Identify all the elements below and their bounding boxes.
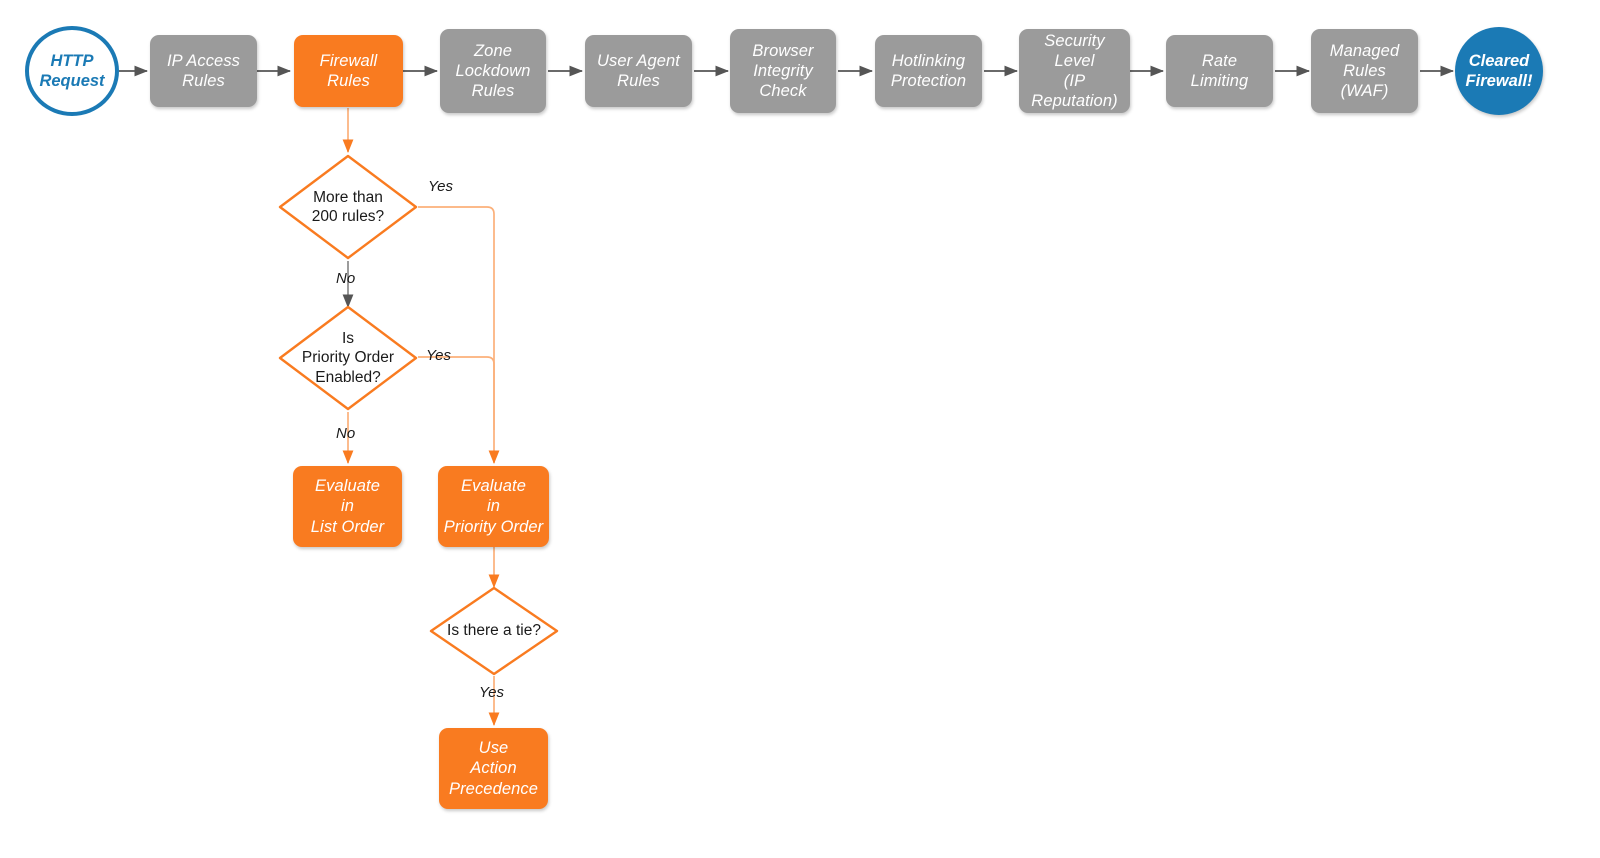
diamond-shape <box>278 154 418 260</box>
node-evaluate-in-list-order-label: Evaluate in List Order <box>310 477 385 536</box>
node-firewall-rules[interactable]: Firewall Rules <box>294 35 403 107</box>
decision-is-there-a-tie[interactable]: Is there a tie? <box>428 585 560 677</box>
decision-is-priority-order-enabled-label: Is Priority Order Enabled? <box>301 329 395 386</box>
node-zone-lockdown-rules[interactable]: Zone Lockdown Rules <box>440 29 546 113</box>
node-zone-lockdown-rules-label: Zone Lockdown Rules <box>455 41 531 101</box>
edge-label-priority-order-yes: Yes <box>426 347 452 364</box>
decision-more-than-200-rules-label: More than 200 rules? <box>311 188 385 225</box>
edge-label-tie-yes: Yes <box>479 684 505 701</box>
node-firewall-rules-label: Firewall Rules <box>319 51 378 90</box>
node-evaluate-in-list-order[interactable]: Evaluate in List Order <box>293 466 402 547</box>
node-cleared-firewall[interactable]: Cleared Firewall! <box>1455 27 1543 115</box>
node-ip-access-rules-label: IP Access Rules <box>166 51 241 90</box>
node-user-agent-rules-label: User Agent Rules <box>597 51 680 90</box>
node-http-request-label: HTTP Request <box>39 51 105 90</box>
node-use-action-precedence-label: Use Action Precedence <box>448 739 539 798</box>
node-browser-integrity-check[interactable]: Browser Integrity Check <box>730 29 836 113</box>
node-evaluate-in-priority-order-label: Evaluate in Priority Order <box>443 477 544 536</box>
node-use-action-precedence[interactable]: Use Action Precedence <box>439 728 548 809</box>
edge-priority-order-yes <box>418 356 495 430</box>
edge-more-than-200-yes <box>418 206 500 465</box>
node-browser-integrity-check-label: Browser Integrity Check <box>752 41 814 101</box>
node-security-level-label: Security Level (IP Reputation) <box>1031 31 1118 111</box>
edge-label-priority-order-no: No <box>336 425 356 442</box>
edge-label-more-than-200-no: No <box>336 270 356 287</box>
node-managed-rules-waf-label: Managed Rules (WAF) <box>1329 41 1400 101</box>
node-rate-limiting-label: Rate Limiting <box>1190 51 1249 90</box>
node-cleared-firewall-label: Cleared Firewall! <box>1465 51 1533 90</box>
node-hotlinking-protection-label: Hotlinking Protection <box>890 51 967 90</box>
node-hotlinking-protection[interactable]: Hotlinking Protection <box>875 35 982 107</box>
node-security-level[interactable]: Security Level (IP Reputation) <box>1019 29 1130 113</box>
node-rate-limiting[interactable]: Rate Limiting <box>1166 35 1273 107</box>
decision-is-there-a-tie-label: Is there a tie? <box>447 622 541 640</box>
node-user-agent-rules[interactable]: User Agent Rules <box>585 35 692 107</box>
edge-label-more-than-200-yes: Yes <box>428 178 454 195</box>
decision-more-than-200-rules[interactable]: More than 200 rules? <box>277 153 419 261</box>
decision-is-priority-order-enabled[interactable]: Is Priority Order Enabled? <box>277 304 419 412</box>
diamond-shape <box>278 305 418 411</box>
node-managed-rules-waf[interactable]: Managed Rules (WAF) <box>1311 29 1418 113</box>
node-ip-access-rules[interactable]: IP Access Rules <box>150 35 257 107</box>
diamond-shape <box>429 586 559 676</box>
node-http-request[interactable]: HTTP Request <box>25 26 119 116</box>
node-evaluate-in-priority-order[interactable]: Evaluate in Priority Order <box>438 466 549 547</box>
